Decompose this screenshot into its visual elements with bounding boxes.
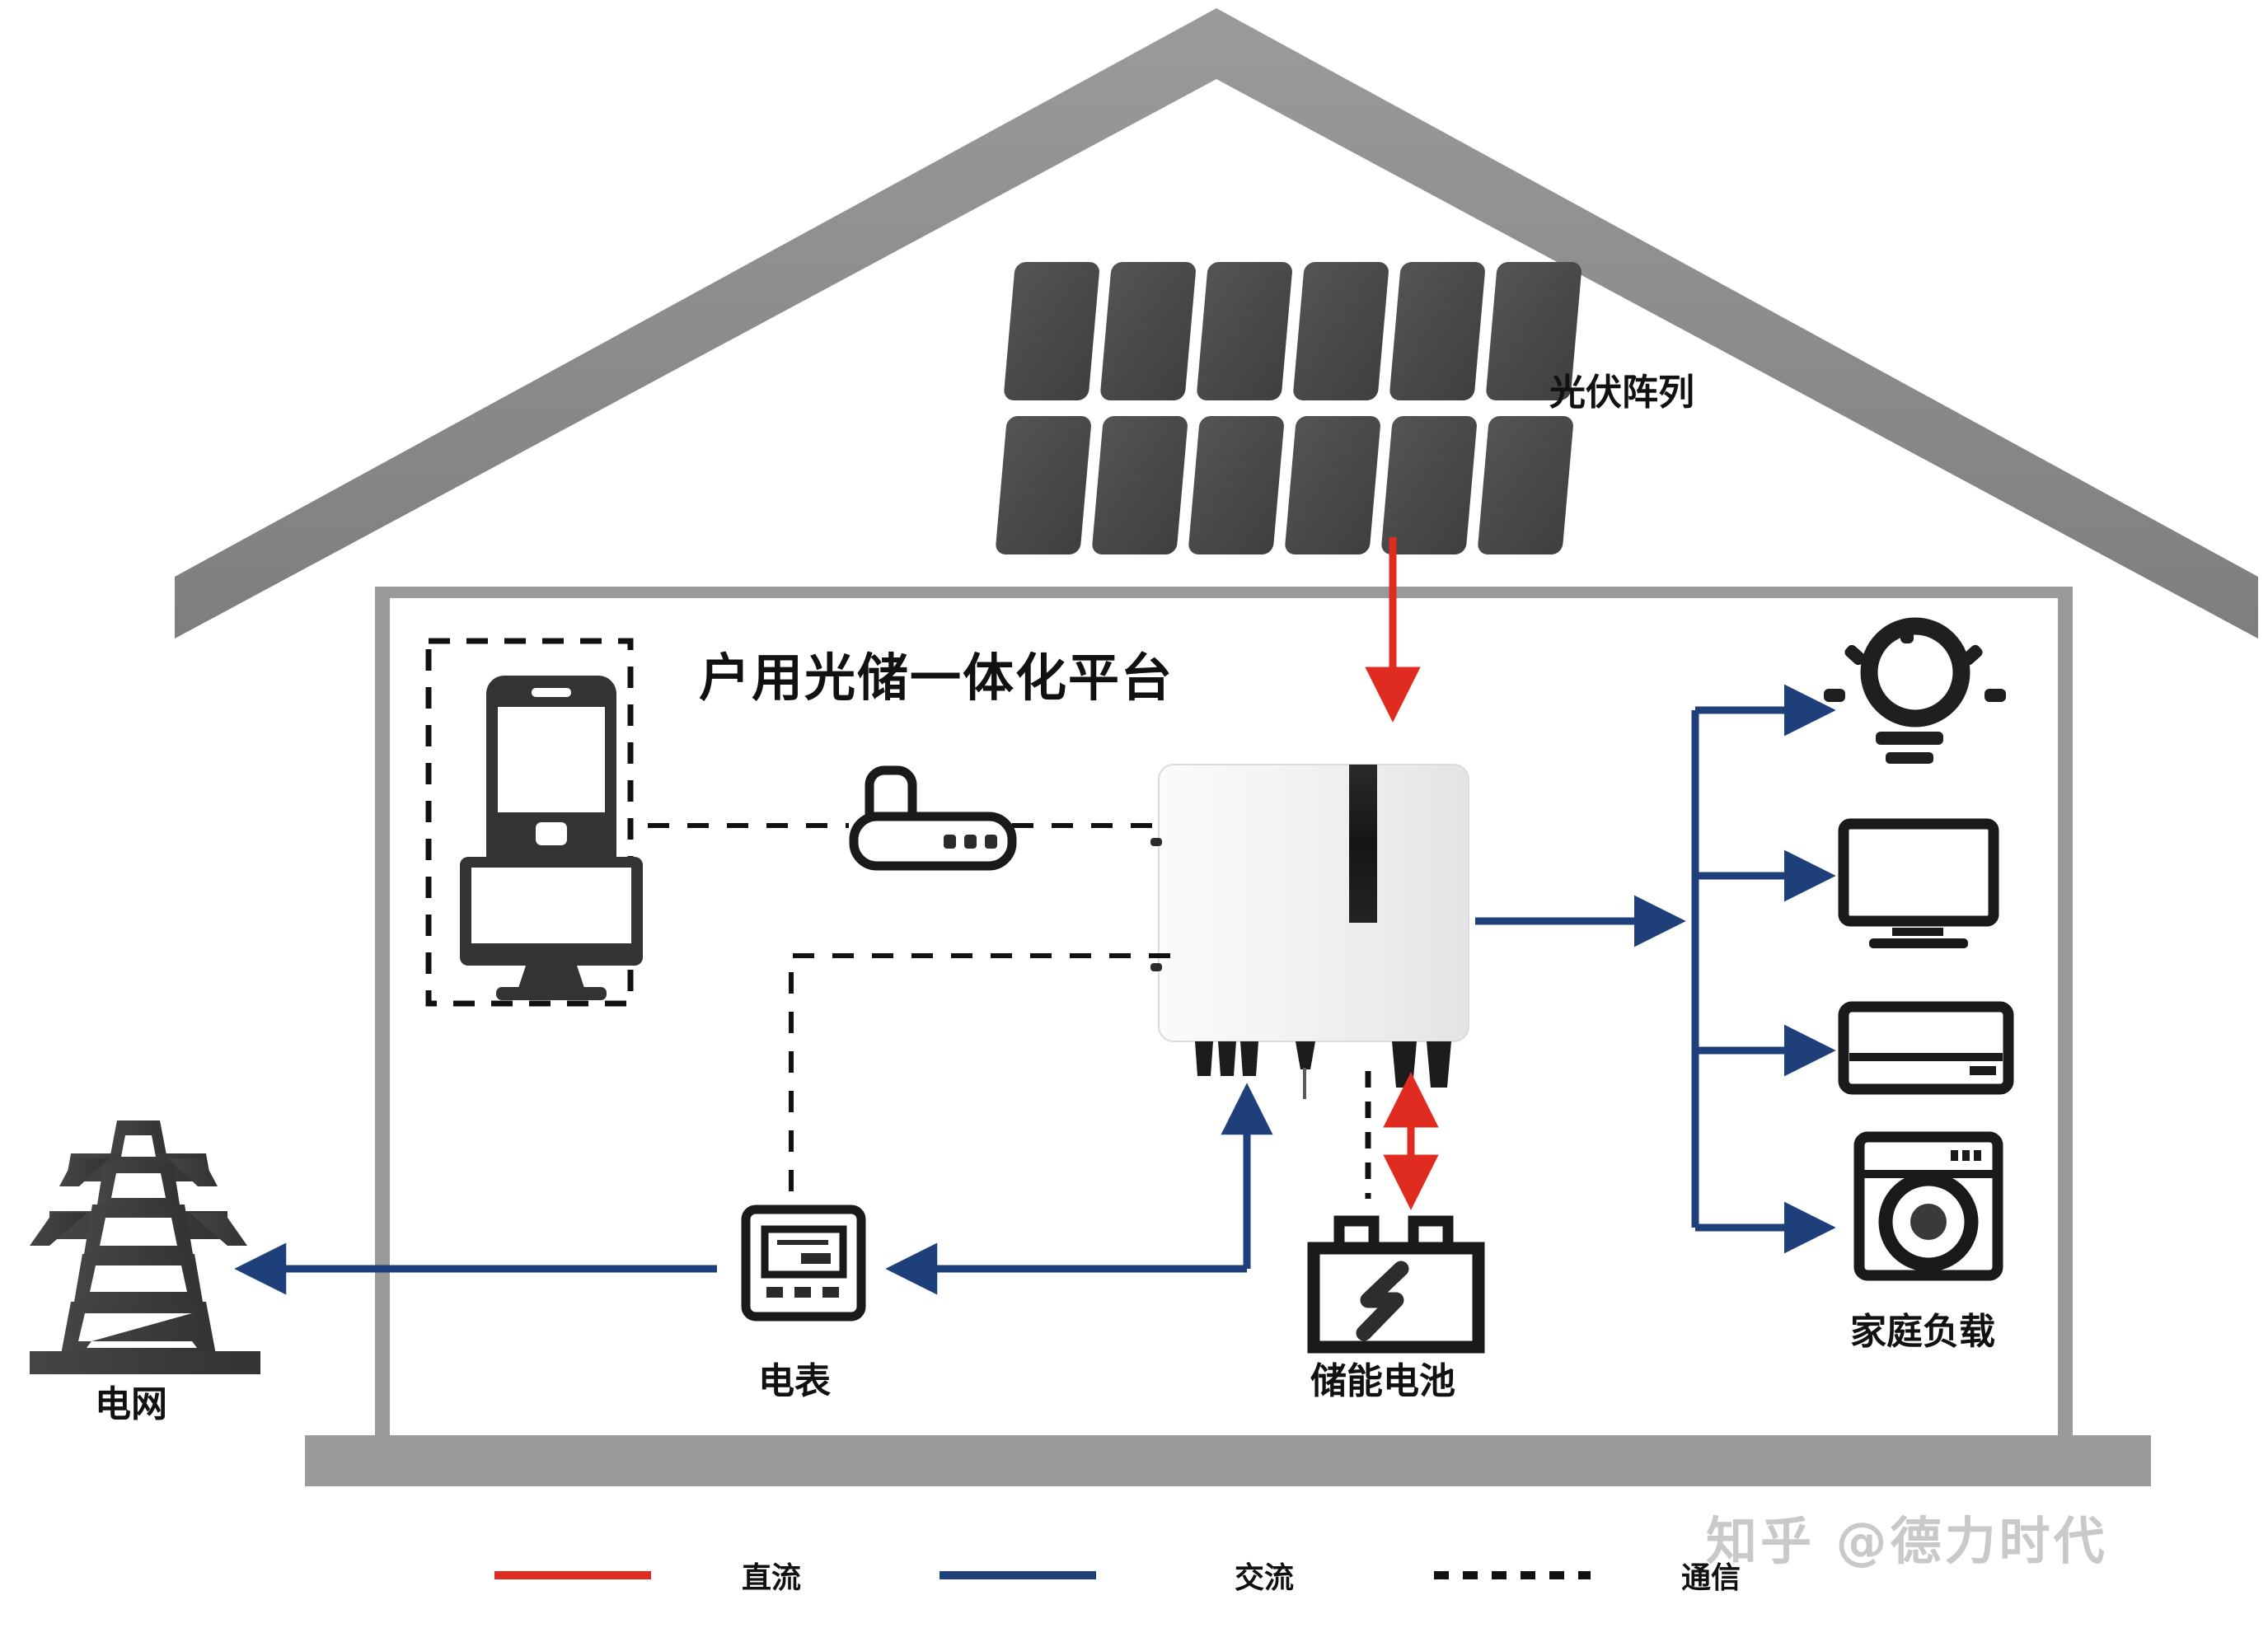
television-icon bbox=[1838, 818, 1999, 948]
house-walls bbox=[375, 587, 2073, 1435]
solar-panel-array bbox=[996, 262, 1582, 554]
watermark: 知乎 @德力时代 bbox=[1706, 1511, 2108, 1571]
legend-label-ac: 交流 bbox=[1235, 1561, 1295, 1595]
ac-line-inverter-meter-grid bbox=[234, 1083, 1273, 1295]
desktop-monitor-icon bbox=[460, 857, 643, 1000]
air-conditioner-icon bbox=[1838, 1001, 2014, 1095]
dc-line-inverter-battery bbox=[1365, 1071, 1439, 1210]
battery-label: 储能电池 bbox=[1310, 1360, 1455, 1402]
pv-array-label: 光伏阵列 bbox=[1549, 372, 1694, 414]
comm-inverter-to-meter bbox=[789, 953, 1170, 1203]
washing-machine-icon bbox=[1853, 1131, 2003, 1281]
electric-meter-icon bbox=[741, 1205, 866, 1322]
legend-label-comm: 通信 bbox=[1681, 1561, 1741, 1595]
monitoring-devices-group bbox=[425, 638, 634, 1007]
storage-battery-icon bbox=[1307, 1215, 1485, 1354]
grid-label: 电网 bbox=[95, 1383, 167, 1425]
wifi-router-icon bbox=[849, 765, 1017, 871]
home-loads-label: 家庭负载 bbox=[1850, 1311, 1995, 1353]
ac-line-inverter-to-loads bbox=[1475, 684, 1836, 1254]
hybrid-inverter bbox=[1150, 764, 1469, 1099]
meter-label: 电表 bbox=[758, 1360, 831, 1402]
light-bulb-icon bbox=[1824, 617, 2006, 764]
smartphone-icon bbox=[486, 676, 616, 873]
transmission-tower-icon bbox=[30, 1120, 260, 1374]
legend-label-dc: 直流 bbox=[742, 1561, 802, 1595]
house-floor bbox=[305, 1435, 2151, 1486]
comm-lines bbox=[648, 823, 1170, 1203]
page-title: 户用光储一体化平台 bbox=[699, 648, 1174, 708]
